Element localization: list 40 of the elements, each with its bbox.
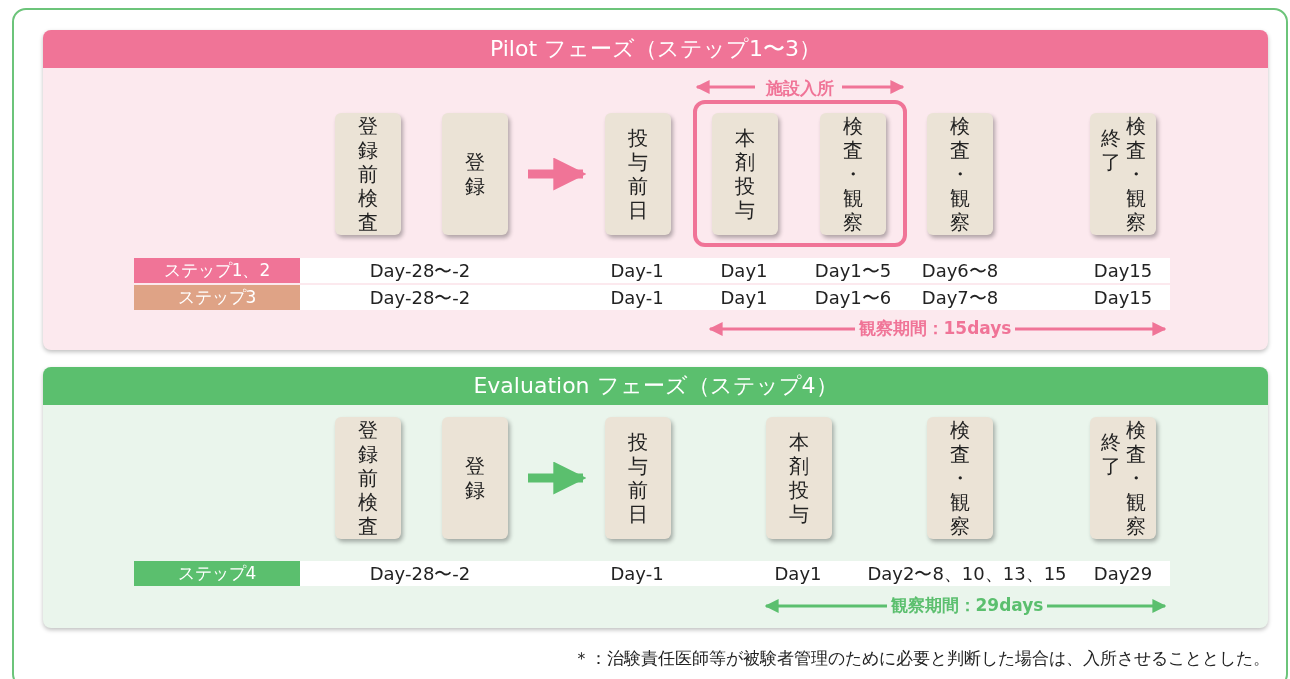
step-card: 登録前検査 (335, 113, 401, 235)
step-label: ステップ3 (134, 285, 300, 310)
table-cell-text: Day1 (720, 259, 768, 283)
table-cell-text: Day15 (1093, 259, 1153, 283)
table-cell-text: Day29 (1093, 562, 1153, 586)
table-cell-text: Day-28〜-2 (369, 259, 471, 283)
step-card: 登録前検査 (335, 417, 401, 539)
arrow (528, 461, 587, 495)
step-card: 検査・観察 (927, 417, 993, 539)
step-card: 本剤投与 (712, 113, 778, 235)
footnote: ＊：治験責任医師等が被験者管理のために必要と判断した場合は、入所させることとした。 (573, 647, 1270, 670)
table-cell-text: Day2〜8、10、13、15 (867, 562, 1067, 586)
table-cell-text: Day15 (1093, 286, 1153, 310)
table-cell-text: Day1〜5 (814, 259, 892, 283)
step-card: 投与前日 (605, 417, 671, 539)
table-cell-text: Day-1 (610, 562, 664, 586)
table-cell-text: Day-28〜-2 (369, 286, 471, 310)
step-card: 登録 (442, 113, 508, 235)
step-label: ステップ4 (134, 561, 300, 586)
step-label: ステップ1、2 (134, 258, 300, 283)
table-cell-text: Day-1 (610, 286, 664, 310)
table-cell-text: Day7〜8 (921, 286, 999, 310)
step-card: 登録 (442, 417, 508, 539)
period-label: 観察期間：29days (890, 594, 1044, 617)
phase-header: Pilot フェーズ（ステップ1〜3） (43, 30, 1268, 68)
table-cell-text: Day1 (774, 562, 822, 586)
step-card: 本剤投与 (766, 417, 832, 539)
table-cell-text: Day-28〜-2 (369, 562, 471, 586)
table-cell-text: Day1〜6 (814, 286, 892, 310)
phase-panel (43, 367, 1268, 628)
table-cell-text: Day-1 (610, 259, 664, 283)
table-cell-text: Day1 (720, 286, 768, 310)
table-cell-text: Day6〜8 (921, 259, 999, 283)
phase-header: Evaluation フェーズ（ステップ4） (43, 367, 1268, 405)
period-label: 観察期間：15days (858, 317, 1012, 340)
arrow (528, 157, 587, 191)
stay-heading: 施設入所 (764, 77, 835, 100)
step-card: 投与前日 (605, 113, 671, 235)
step-card: 検査・観察 (927, 113, 993, 235)
step-card: 検査・観察 (820, 113, 886, 235)
